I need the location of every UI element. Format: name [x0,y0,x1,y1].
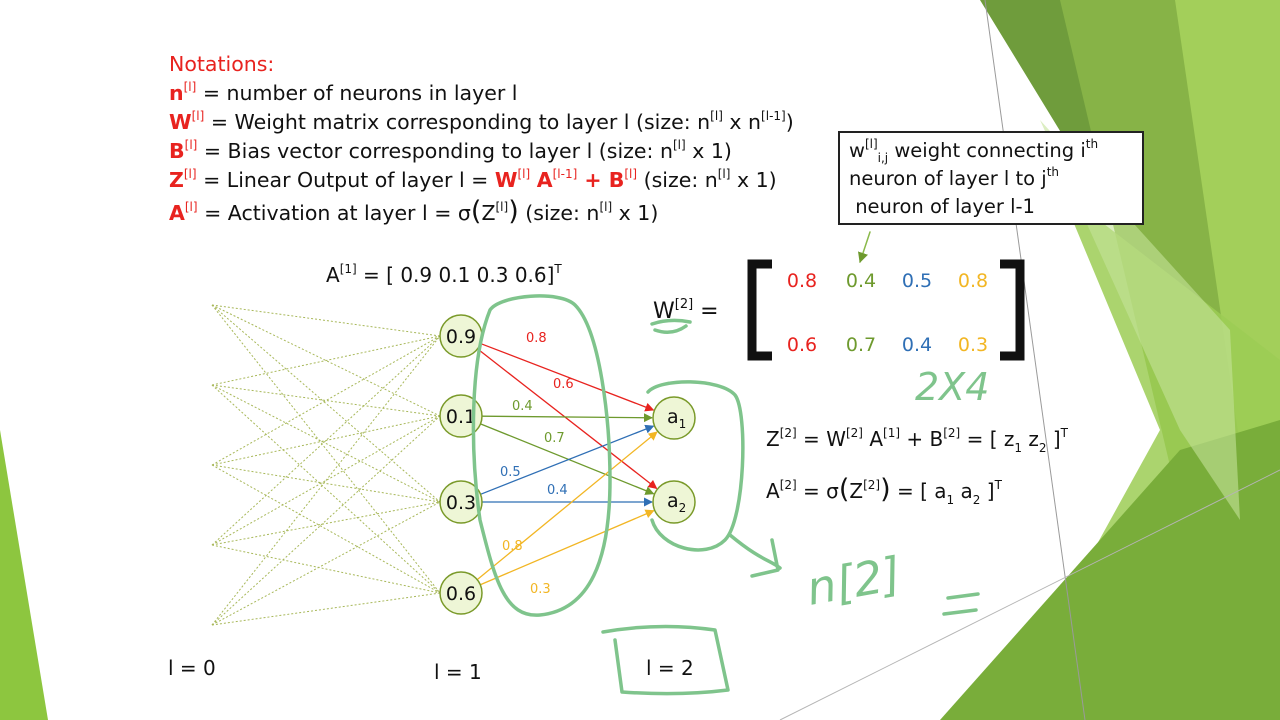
edge-label-5: 0.5 [500,465,521,480]
edge-label-7: 0.8 [502,539,523,554]
input-line-2-2 [211,464,441,503]
input-line-0-0 [211,304,441,337]
input-line-2-0 [211,335,441,466]
notation-z: Z[l] = Linear Output of layer l = W[l] A… [169,167,777,192]
matrix-cell-2-2: 0.7 [846,334,876,356]
input-connection-lines [211,304,441,626]
input-line-4-3 [211,592,441,626]
notation-b: B[l] = Bias vector corresponding to laye… [169,138,732,163]
layer-label-2: l = 2 [646,656,694,680]
bg-thin-line-2 [779,469,1280,720]
input-line-1-2 [211,384,441,503]
input-line-1-1 [211,384,441,417]
matrix-cell-1-1: 0.8 [787,270,817,292]
edge-label-2: 0.6 [553,377,574,392]
input-line-0-2 [211,304,441,503]
matrix-cell-2-1: 0.6 [787,334,817,356]
bg-bottom-shape [940,420,1280,720]
matrix-right-bracket [1000,259,1025,361]
notations-heading: Notations: [169,52,275,76]
notation-n: n[l] = number of neurons in layer l [169,80,518,105]
equals-scribble [942,592,980,616]
input-line-4-2 [211,501,441,626]
input-line-1-0 [211,335,441,386]
callout-line-2: neuron of layer l to jth [849,165,1060,190]
input-line-4-1 [211,415,441,626]
n2-annotation: n[2] [803,546,905,616]
layer2-label-box-scribble [601,624,730,696]
edge-label-1: 0.8 [526,331,547,346]
layer2-node-label-2: a2 [667,490,686,515]
callout-line-1: w[l]i,j weight connecting ith [849,137,1099,165]
matrix-left-bracket [747,259,772,361]
handwritten-annotations: 2X4 n[2] [471,231,989,696]
input-line-2-3 [211,464,441,594]
layer2-node-1 [652,396,696,440]
layer1-loop-scribble [471,294,612,617]
size-annotation: 2X4 [915,365,989,409]
bg-left-triangle [0,430,48,720]
bg-thin-line-1 [984,0,1086,720]
edge-label-3: 0.4 [512,399,533,414]
callout-pointer-arrow [858,231,871,263]
edge-4-to-1 [476,431,658,581]
layer1-node-value-4: 0.6 [446,583,476,605]
weight-callout-box: w[l]i,j weight connecting ith neuron of … [838,131,1144,225]
input-line-3-2 [211,501,441,546]
edge-3-to-1 [480,424,655,495]
layer2-node-2 [652,480,696,524]
layer2-edges [476,342,658,586]
layer1-node-2 [439,394,483,438]
notation-a: A[l] = Activation at layer l = σ(Z[l]) (… [169,196,659,227]
layer1-node-value-2: 0.1 [446,406,476,428]
input-line-0-3 [211,304,441,594]
edge-weight-labels: 0.8 0.6 0.4 0.7 0.5 0.4 0.8 0.3 [500,331,574,597]
edge-1-to-2 [477,348,658,490]
w2-label: W[2] = [653,297,719,324]
edge-label-4: 0.7 [544,431,565,446]
layer-label-1: l = 1 [434,660,482,684]
layer1-node-value-3: 0.3 [446,492,476,514]
edge-1-to-1 [480,342,655,412]
edge-2-to-2 [480,423,655,495]
scribble-arrow [728,533,782,578]
callout-line-3: neuron of layer l-1 [849,195,1035,218]
input-line-1-3 [211,384,441,594]
layer1-node-value-1: 0.9 [446,326,476,348]
equation-z2: Z[2] = W[2] A[1] + B[2] = [ z1 z2 ]T [766,426,1069,455]
edge-label-8: 0.3 [530,582,551,597]
matrix-cell-2-4: 0.3 [958,334,988,356]
layer1-node-3 [439,480,483,524]
w2-underline-scribble [650,318,692,334]
matrix-cell-1-2: 0.4 [846,270,876,292]
notations-block: Notations: n[l] = number of neurons in l… [169,50,794,228]
matrix-cell-1-3: 0.5 [902,270,932,292]
input-line-4-0 [211,335,441,626]
notation-w: W[l] = Weight matrix corresponding to la… [169,109,794,134]
layer1-node-4 [439,571,483,615]
matrix-cell-2-3: 0.4 [902,334,932,356]
input-line-3-3 [211,544,441,594]
input-line-3-0 [211,335,441,546]
neuron-nodes: 0.9 0.1 0.3 0.6 a1 a2 [439,314,696,615]
layer2-node-label-1: a1 [667,406,686,431]
a1-vector: A[1] = [ 0.9 0.1 0.3 0.6]T [326,262,562,287]
w2-matrix: 0.8 0.4 0.5 0.8 0.6 0.7 0.4 0.3 [787,270,988,356]
layer2-loop-scribble [646,380,745,552]
matrix-cell-1-4: 0.8 [958,270,988,292]
input-line-2-1 [211,415,441,466]
layer-label-0: l = 0 [168,656,216,680]
edge-label-6: 0.4 [547,483,568,498]
equation-a2: A[2] = σ(Z[2]) = [ a1 a2 ]T [766,474,1003,507]
edge-2-to-1 [481,413,653,423]
edge-4-to-2 [480,509,655,586]
